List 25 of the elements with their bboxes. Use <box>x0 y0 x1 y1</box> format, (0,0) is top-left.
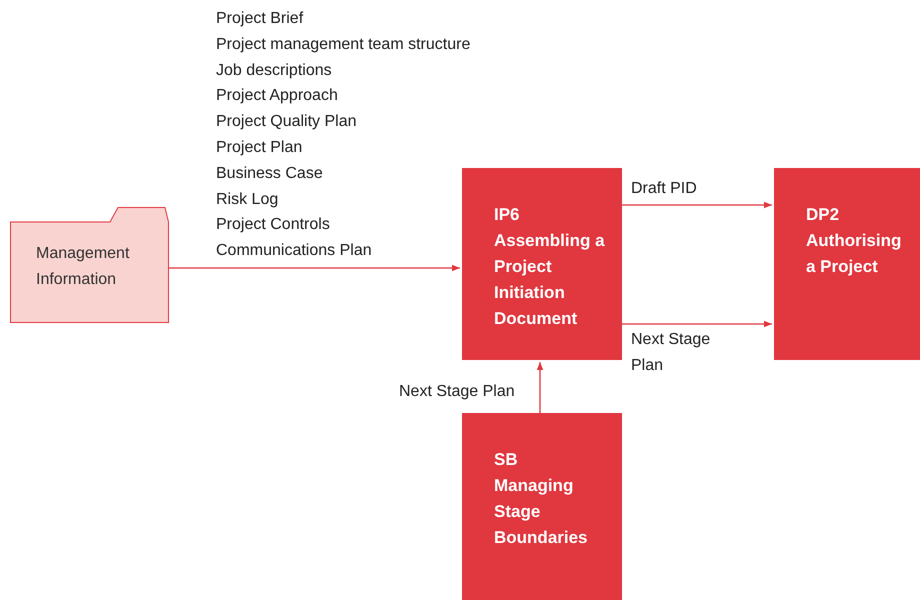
document-list-item: Risk Log <box>216 190 278 209</box>
document-list-item: Project Controls <box>216 216 330 234</box>
document-list-item: Job descriptions <box>216 62 332 80</box>
arrow <box>622 320 772 328</box>
document-list-item: Project Quality Plan <box>216 113 357 132</box>
process-code: IP6 <box>494 204 521 226</box>
process-box <box>462 413 622 600</box>
node-label: Management Information <box>36 244 130 290</box>
document-list-item: Project Plan <box>216 139 302 157</box>
document-list-item: Communications Plan <box>216 242 372 260</box>
arrow <box>622 202 772 208</box>
process-title: Authorising a Project <box>806 230 902 278</box>
process-title: Assembling a Project Initiation Document <box>494 230 606 330</box>
arrow <box>169 264 460 272</box>
process-box <box>774 168 920 360</box>
document-list-item: Project Approach <box>216 87 338 106</box>
document-list-item: Project Brief <box>216 10 304 28</box>
process-box <box>462 168 622 360</box>
document-list-item: Project management team structure <box>216 36 470 54</box>
process-code: DP2 <box>806 204 840 226</box>
process-code: SB <box>494 449 519 471</box>
arrow <box>536 362 544 413</box>
process-title: Managing Stage Boundaries <box>494 475 589 549</box>
document-list-item: Business Case <box>216 164 323 183</box>
folder-shape <box>10 207 169 323</box>
